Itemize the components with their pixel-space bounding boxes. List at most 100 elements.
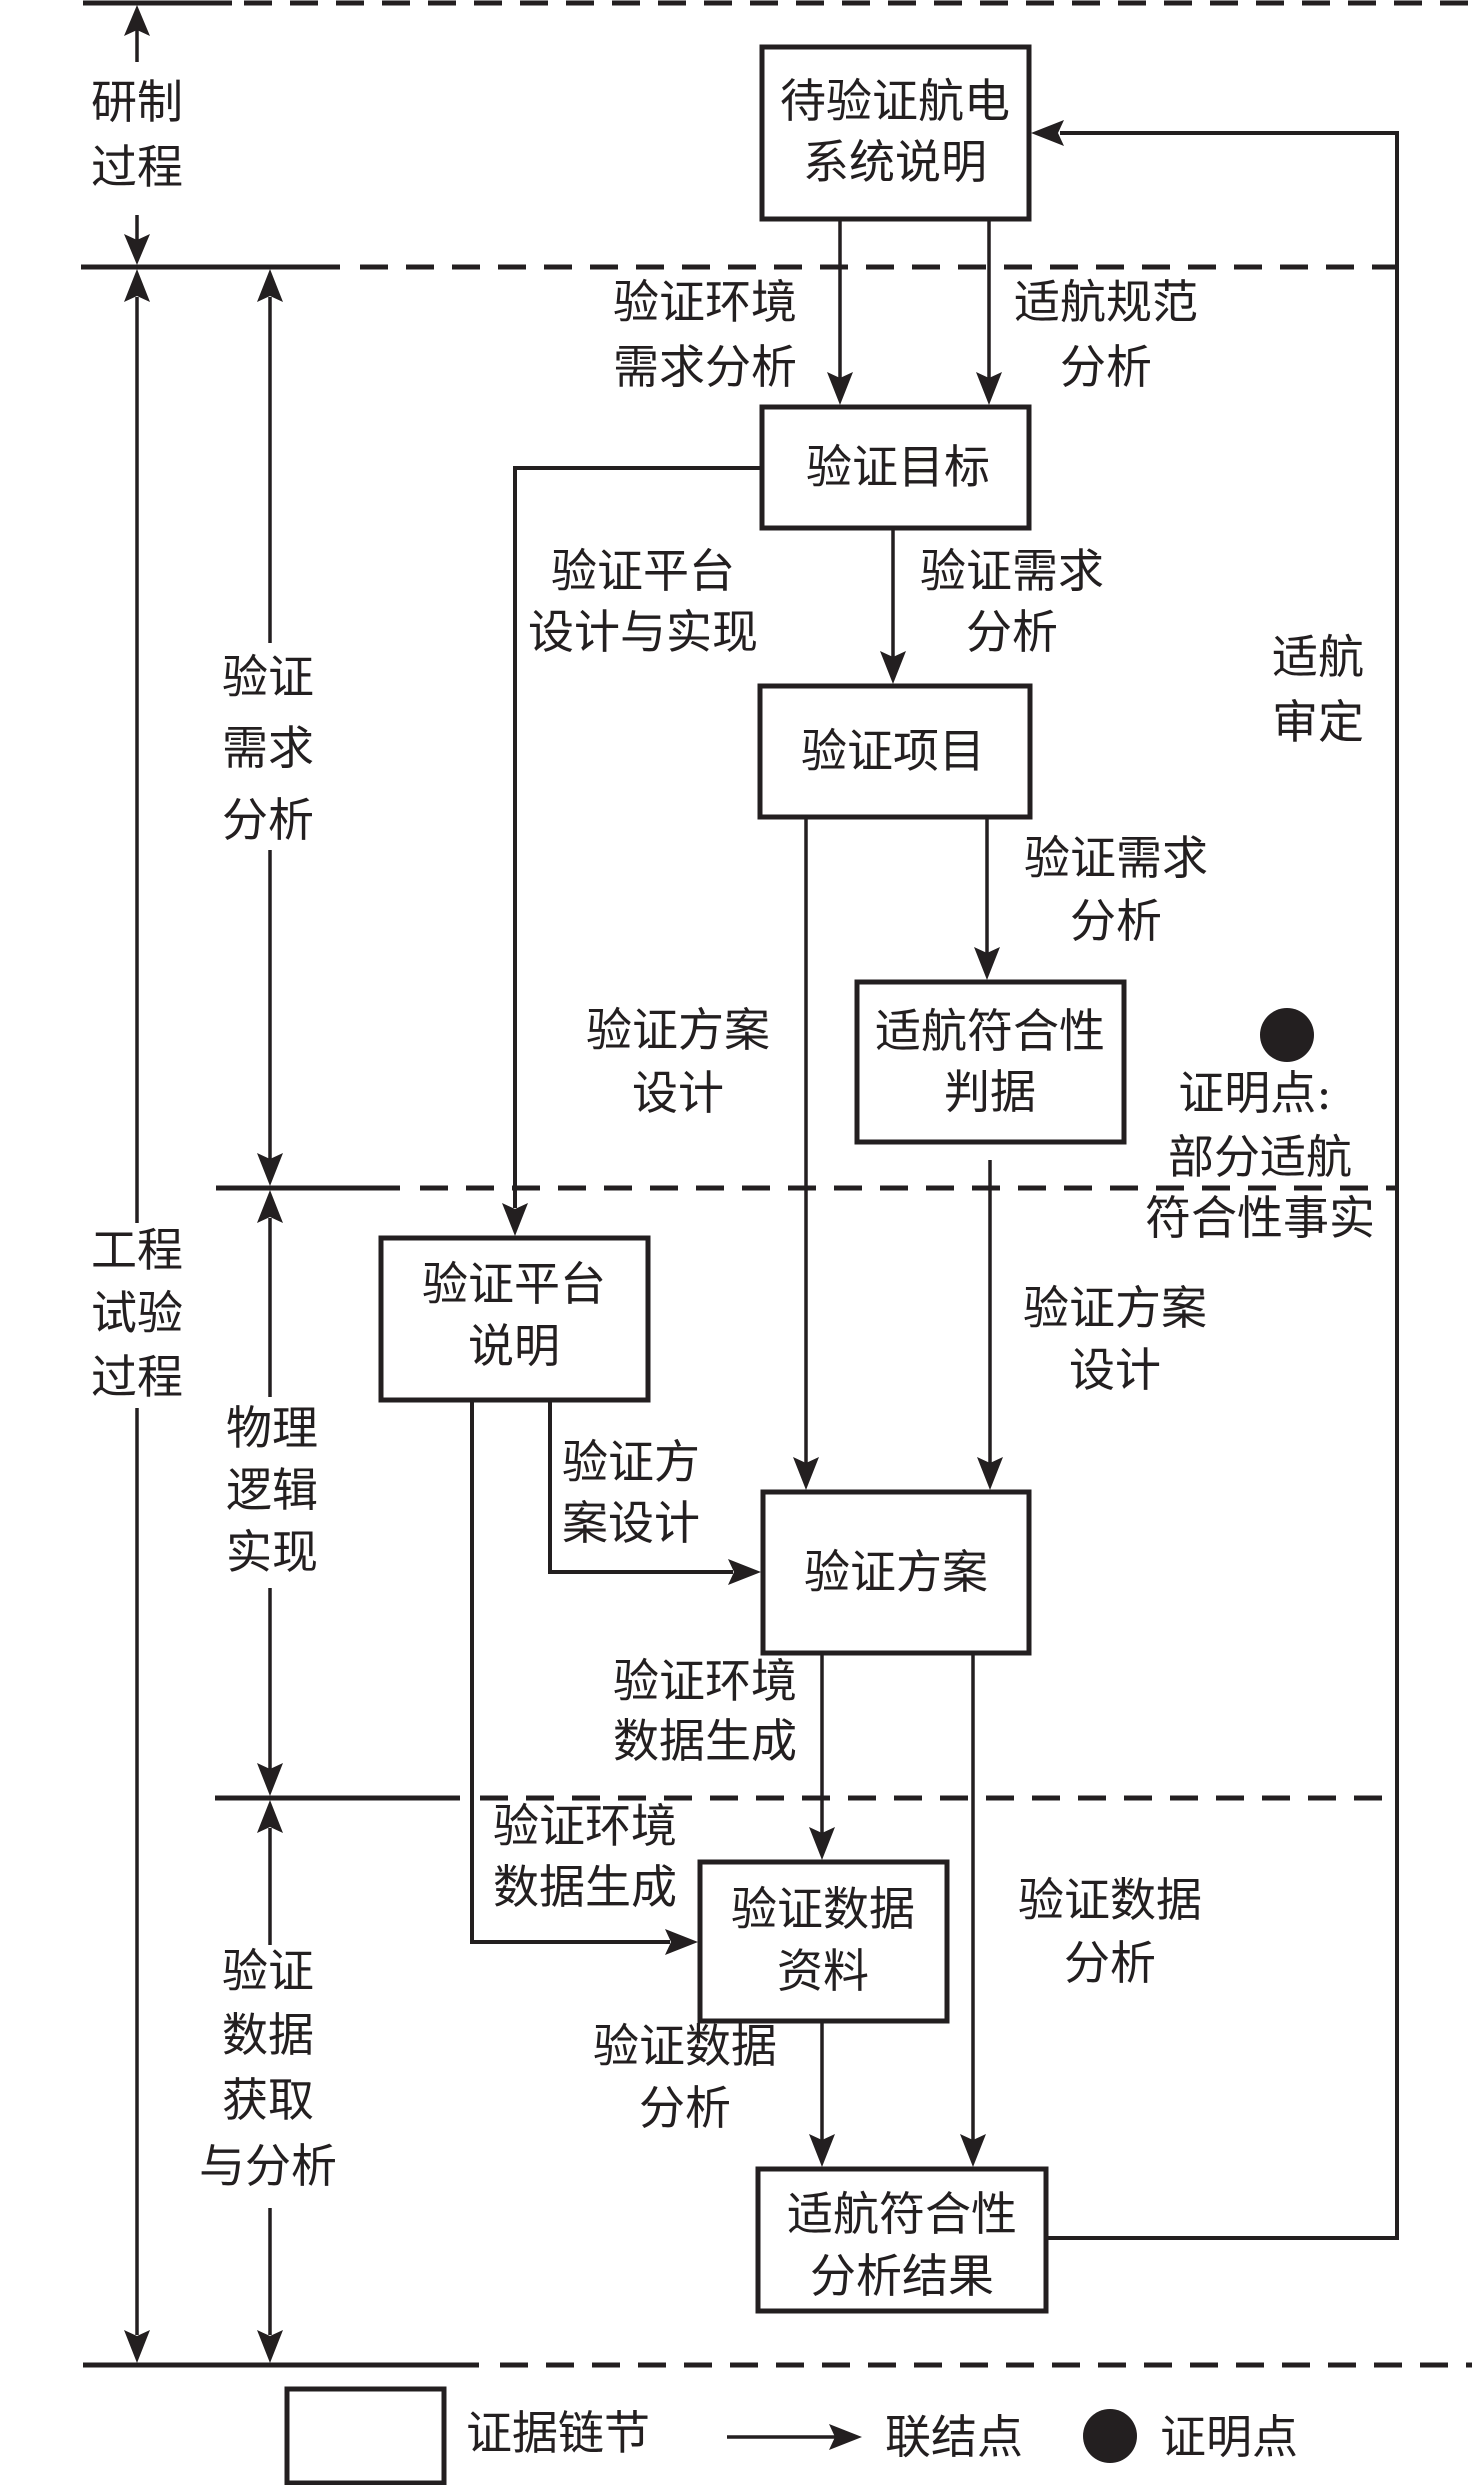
edge-label: 审定 — [1272, 695, 1364, 749]
arrowhead-down — [809, 1827, 835, 1860]
arrowhead-right — [728, 1559, 761, 1585]
node-label: 验证数据 — [731, 1882, 915, 1936]
edge-label: 分析 — [1070, 894, 1162, 948]
edge-label: 设计 — [632, 1066, 724, 1120]
legend-connection-label: 联结点 — [885, 2410, 1023, 2464]
phase-label-requirements: 需求 — [222, 721, 314, 775]
arrowhead-down — [502, 1203, 528, 1236]
edge-label: 分析 — [1060, 340, 1152, 394]
edge-scheme-design-platform — [548, 1400, 733, 1574]
edge-label: 验证需求 — [1024, 831, 1208, 885]
phase-label-data: 获取 — [222, 2073, 314, 2127]
arrowhead-down — [257, 1763, 283, 1796]
legend-evidence-link-label: 证据链节 — [466, 2406, 650, 2460]
edge-label: 验证需求 — [920, 544, 1104, 598]
edge-label: 验证环境 — [493, 1799, 677, 1853]
node-airworthiness-criterion[interactable]: 适航符合性 判据 — [854, 979, 1127, 1145]
arrowhead-up — [124, 5, 150, 36]
arrowhead-up — [124, 269, 150, 302]
arrowhead-down — [880, 651, 906, 684]
phase-label-development: 研制 — [91, 75, 183, 129]
edge-labels: 验证环境 需求分析 适航规范 分析 验证平台 设计与实现 验证需求 分析 适航 … — [493, 275, 1364, 2135]
phase-label-engineering: 试验 — [91, 1286, 183, 1340]
edge-label: 验证方案 — [586, 1003, 770, 1057]
edge-label: 适航 — [1272, 630, 1364, 684]
edge-label: 数据生成 — [613, 1714, 797, 1768]
proof-point-dot-icon — [1260, 1008, 1314, 1062]
arrowhead-down — [960, 2134, 986, 2167]
node-analysis-result[interactable]: 适航符合性 分析结果 — [755, 2166, 1049, 2314]
node-platform-spec[interactable]: 验证平台 说明 — [378, 1235, 651, 1403]
arrowhead-down — [793, 1457, 819, 1490]
node-label: 适航符合性 — [875, 1004, 1105, 1058]
connectors — [470, 120, 1399, 2240]
phase-label-physical: 实现 — [226, 1525, 318, 1579]
edge-label: 适航规范 — [1014, 275, 1198, 329]
phase-label-physical: 物理 — [226, 1401, 318, 1455]
node-label: 判据 — [944, 1065, 1036, 1119]
node-label: 系统说明 — [803, 135, 987, 189]
edge-label: 验证数据 — [1018, 1873, 1202, 1927]
arrowhead-down — [976, 372, 1002, 405]
arrowhead-up — [257, 1800, 283, 1833]
phase-labels: 研制 过程 工程 试验 过程 验证 需求 分析 物理 逻辑 实现 验证 数据 获… — [91, 75, 337, 2193]
proof-point-label: 符合性事实 — [1145, 1191, 1375, 1245]
edge-label: 分析 — [1064, 1936, 1156, 1990]
node-verification-goal[interactable]: 验证目标 — [759, 404, 1032, 531]
proof-point-label: 证明点: — [1178, 1066, 1332, 1120]
node-verification-scheme[interactable]: 验证方案 — [760, 1489, 1032, 1656]
arrowhead-down — [827, 372, 853, 405]
edge-label: 需求分析 — [613, 340, 797, 394]
arrowhead-down — [977, 1457, 1003, 1490]
phase-dimension-arrows — [124, 5, 283, 2363]
node-label: 验证方案 — [804, 1545, 988, 1599]
nodes: 待验证航电 系统说明 验证目标 验证项目 适航符合性 判据 验证平台 说明 验证… — [378, 44, 1127, 2314]
phase-label-engineering: 工程 — [91, 1223, 183, 1277]
arrowhead-up — [257, 1190, 283, 1223]
legend-dot-icon — [1083, 2409, 1137, 2463]
arrowhead-up — [257, 269, 283, 302]
node-verification-item[interactable]: 验证项目 — [757, 683, 1033, 820]
edge-label: 分析 — [639, 2081, 731, 2135]
edge-label: 案设计 — [562, 1496, 700, 1550]
edge-label: 验证方 — [562, 1435, 700, 1489]
phase-label-development: 过程 — [91, 140, 183, 194]
arrowhead-down — [124, 2330, 150, 2363]
node-verification-data[interactable]: 验证数据 资料 — [697, 1859, 950, 2024]
legend-proof-label: 证明点 — [1160, 2410, 1298, 2464]
arrowhead-down — [257, 2330, 283, 2363]
phase-label-data: 验证 — [222, 1944, 314, 1998]
phase-label-engineering: 过程 — [91, 1350, 183, 1404]
edge-label: 分析 — [966, 605, 1058, 659]
node-label: 适航符合性 — [787, 2187, 1017, 2241]
proof-point[interactable]: 证明点: 部分适航 符合性事实 — [1145, 1008, 1375, 1245]
node-label: 验证项目 — [801, 724, 985, 778]
proof-point-label: 部分适航 — [1168, 1130, 1352, 1184]
edge-env-data-gen-2 — [470, 1400, 670, 1944]
node-label: 资料 — [777, 1944, 869, 1998]
arrowhead-left — [1031, 120, 1064, 146]
edge-airworthiness-review — [1046, 131, 1399, 2240]
arrowhead-down — [809, 2134, 835, 2167]
node-label: 待验证航电 — [780, 74, 1010, 128]
phase-label-requirements: 分析 — [222, 793, 314, 847]
phase-separators — [81, 0, 1476, 2368]
node-label: 分析结果 — [810, 2249, 994, 2303]
arrowhead-right — [665, 1929, 698, 1955]
edge-label: 设计 — [1069, 1343, 1161, 1397]
arrowhead-down — [974, 947, 1000, 980]
phase-label-data: 与分析 — [199, 2139, 337, 2193]
phase-label-physical: 逻辑 — [226, 1463, 318, 1517]
node-label: 验证目标 — [806, 440, 990, 494]
edge-label: 设计与实现 — [528, 605, 758, 659]
legend: 证据链节 联结点 证明点 — [284, 2386, 1298, 2485]
phase-label-data: 数据 — [222, 2008, 314, 2062]
arrowhead-down — [124, 234, 150, 265]
node-label: 说明 — [468, 1319, 560, 1373]
phase-label-requirements: 验证 — [222, 650, 314, 704]
node-system-spec[interactable]: 待验证航电 系统说明 — [759, 44, 1032, 222]
edge-label: 验证环境 — [613, 275, 797, 329]
legend-box-icon — [284, 2386, 447, 2485]
edge-platform-design — [513, 466, 762, 1208]
